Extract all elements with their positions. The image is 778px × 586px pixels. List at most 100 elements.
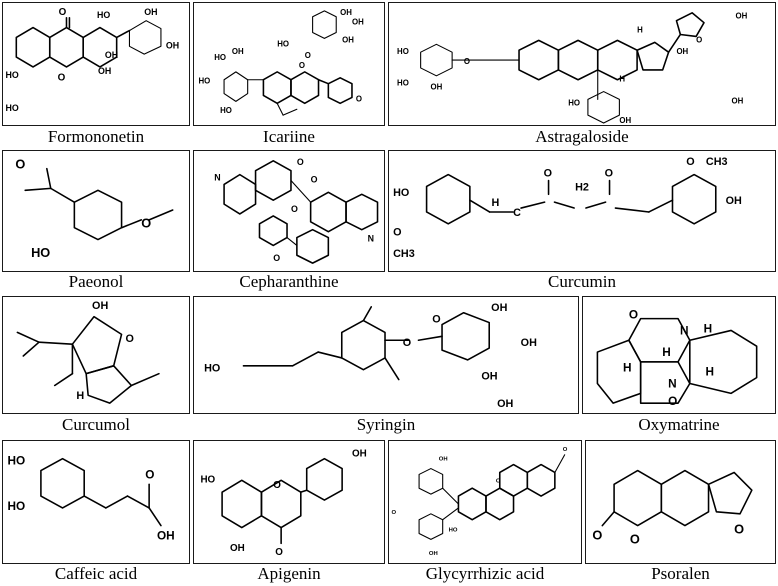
atom-label: OH [429, 551, 438, 557]
atom-label: O [392, 510, 397, 516]
curcumol-structure: OH O H [16, 300, 160, 404]
panel-psoralen: O O O [585, 440, 776, 564]
atom-label: HO [7, 499, 25, 513]
atom-label: HO [31, 245, 50, 260]
atom-label: O [273, 480, 281, 491]
atom-label: HO [277, 39, 289, 48]
panel-formononetin: O O HO HO OH OH HO OH OH [2, 2, 190, 126]
atom-label: HO [7, 454, 25, 468]
atom-label: O [696, 35, 702, 44]
compound-name: Formononetin [47, 127, 145, 146]
atom-label: HO [449, 528, 458, 534]
atom-label: O [356, 94, 362, 103]
atom-label: OH [92, 300, 108, 312]
compound-name: Curcumin [548, 272, 616, 291]
atom-label: O [629, 309, 638, 322]
atom-label: O [496, 478, 501, 484]
atom-label: OH [726, 195, 742, 207]
atom-label: HO [397, 79, 409, 88]
compound-name: Paeonol [68, 272, 124, 291]
atom-label: HO [97, 10, 110, 20]
atom-label: HO [5, 70, 18, 80]
compound-name: Psoralen [651, 564, 710, 583]
atom-label: OH [481, 371, 497, 383]
atom-label: H [76, 390, 84, 402]
atom-label: H [706, 366, 715, 379]
atom-label: C [513, 207, 521, 219]
atom-label: OH [676, 47, 688, 56]
atom-label: O [630, 531, 640, 546]
atom-label: OH [232, 47, 244, 56]
formononetin-structure: O O HO HO OH OH HO OH OH [5, 7, 179, 113]
atom-label: OH [352, 18, 364, 27]
atom-label: O [544, 168, 552, 180]
panel-cepharanthine: O O O N N O [193, 150, 385, 272]
panel-curcumol: OH O H [2, 296, 190, 414]
atom-label: HO [200, 474, 215, 485]
astragaloside-structure: HO HO OH O H H OH O OH OH HO OH [397, 12, 748, 125]
atom-label: O [668, 395, 677, 408]
glycyrrhizic-acid-structure: OH O O OH HO O [392, 447, 568, 557]
atom-label: N [668, 377, 677, 390]
atom-label: OH [166, 40, 179, 50]
atom-label: OH [105, 50, 118, 60]
atom-label: OH [144, 7, 157, 17]
atom-label: H2 [575, 181, 589, 193]
atom-label: OH [352, 449, 367, 460]
compound-name: Caffeic acid [54, 564, 138, 583]
atom-label: OH [735, 12, 747, 21]
panel-glycyrrhizic-acid: OH O O OH HO O [388, 440, 582, 564]
atom-label: HO [204, 363, 220, 375]
panel-paeonol: O HO O [2, 150, 190, 272]
icariine-structure: HO O O OH OH OH HO HO HO OH O [198, 8, 364, 116]
atom-label: O [125, 333, 133, 345]
atom-label: H [619, 75, 625, 84]
atom-label: OH [491, 302, 507, 314]
curcumin-structure: HO O CH3 H C O H2 O O CH3 OH [393, 156, 742, 260]
compound-name: Syringin [356, 415, 416, 434]
atom-label: OH [619, 116, 631, 125]
atom-label: HO [397, 47, 409, 56]
atom-label: O [58, 73, 66, 84]
syringin-structure: HO O OH OH OH O OH [204, 302, 537, 410]
panel-curcumin: HO O CH3 H C O H2 O O CH3 OH [388, 150, 776, 272]
atom-label: N [368, 233, 374, 243]
atom-label: CH3 [393, 248, 415, 260]
atom-label: O [605, 168, 613, 180]
atom-label: N [214, 173, 220, 183]
atom-label: O [403, 337, 411, 349]
compound-name: Oxymatrine [638, 415, 720, 434]
panel-syringin: HO O OH OH OH O OH [193, 296, 579, 414]
atom-label: OH [521, 337, 537, 349]
atom-label: O [145, 467, 154, 481]
atom-label: O [464, 57, 470, 66]
atom-label: OH [439, 457, 448, 463]
atom-label: OH [497, 398, 513, 410]
atom-label: O [297, 157, 304, 167]
apigenin-structure: HO OH OH O O [200, 449, 367, 558]
compound-name: Cepharanthine [239, 272, 339, 291]
atom-label: O [59, 7, 67, 18]
atom-label: O [686, 156, 694, 168]
atom-label: H [637, 26, 643, 35]
atom-label: OH [98, 66, 111, 76]
panel-astragaloside: HO HO OH O H H OH O OH OH HO OH [388, 2, 776, 126]
compound-name: Curcumol [62, 415, 130, 434]
atom-label: H [704, 322, 713, 335]
atom-label: O [275, 547, 283, 558]
atom-label: O [305, 51, 311, 60]
atom-label: HO [220, 106, 232, 115]
atom-label: O [393, 227, 401, 239]
atom-label: OH [157, 528, 175, 542]
atom-label: H [623, 362, 632, 375]
atom-label: HO [5, 103, 18, 113]
psoralen-structure: O O O [592, 469, 753, 546]
atom-label: O [15, 157, 25, 172]
atom-label: OH [340, 8, 352, 17]
panel-apigenin: HO OH OH O O [193, 440, 385, 564]
atom-label: OH [230, 543, 245, 554]
atom-label: HO [393, 187, 409, 199]
panel-icariine: HO O O OH OH OH HO HO HO OH O [193, 2, 385, 126]
panel-oxymatrine: O N H H H N O H [582, 296, 776, 414]
atom-label: O [273, 253, 280, 263]
